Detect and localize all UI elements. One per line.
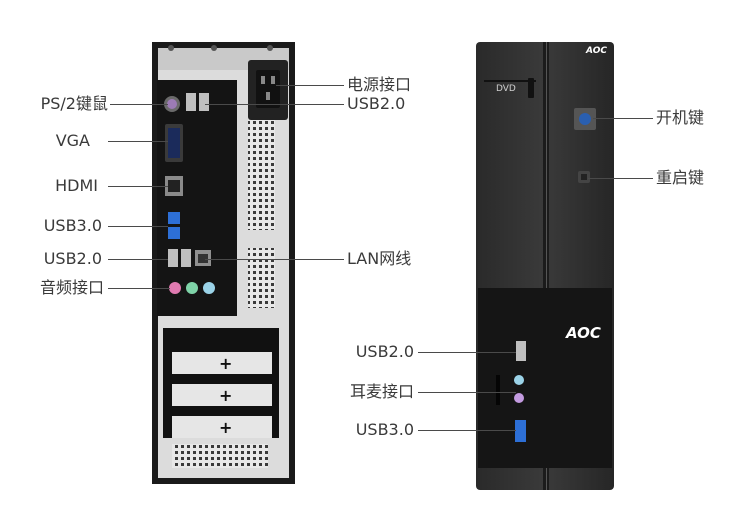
- usb3-port: [168, 212, 180, 224]
- leader-line: [205, 104, 344, 105]
- slot-mark: +: [219, 418, 233, 437]
- label-lan: LAN网线: [347, 249, 412, 268]
- drive-logo: DVD: [496, 84, 516, 94]
- leader-line: [108, 226, 168, 227]
- slot-mark: +: [219, 386, 233, 405]
- slot-mark: +: [219, 354, 233, 373]
- label-vga: VGA: [55, 131, 90, 150]
- label-reset-button: 重启键: [656, 168, 705, 187]
- label-hdmi: HDMI: [55, 176, 98, 195]
- leader-line: [418, 392, 516, 393]
- label-power: 电源接口: [347, 75, 412, 94]
- label-usb3: USB3.0: [43, 216, 102, 235]
- leader-line: [108, 259, 168, 260]
- leader-line: [205, 259, 344, 260]
- leader-line: [110, 104, 168, 105]
- label-usb3-front: USB3.0: [355, 420, 414, 439]
- label-usb2-top: USB2.0: [347, 94, 406, 113]
- leader-line: [108, 186, 168, 187]
- audio-jack-pink: [169, 282, 181, 294]
- leader-line: [418, 430, 516, 431]
- label-usb2-rear: USB2.0: [43, 249, 102, 268]
- brand-logo: AOC: [586, 46, 607, 56]
- leader-line: [588, 178, 653, 179]
- brand-logo-lower: AOC: [566, 324, 601, 342]
- leader-line: [108, 141, 168, 142]
- leader-line: [593, 118, 653, 119]
- label-usb2-front: USB2.0: [355, 342, 414, 361]
- label-ps2: PS/2键鼠: [40, 94, 108, 113]
- label-headset: 耳麦接口: [349, 382, 414, 401]
- label-power-button: 开机键: [656, 108, 705, 127]
- leader-line: [108, 288, 170, 289]
- leader-line: [276, 85, 344, 86]
- label-audio: 音频接口: [39, 278, 104, 297]
- leader-line: [418, 352, 516, 353]
- io-shield: [157, 80, 237, 316]
